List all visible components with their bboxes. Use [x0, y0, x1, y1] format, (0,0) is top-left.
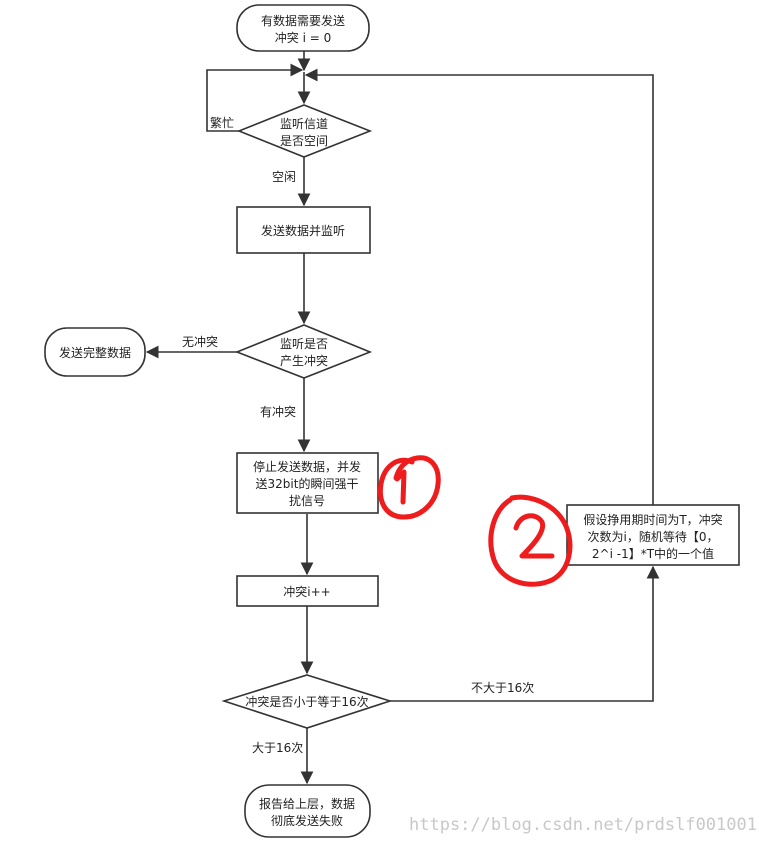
node-start-line-1: 有数据需要发送 [261, 13, 345, 28]
annotation-mark-1: 1 [377, 455, 441, 520]
node-compare-shape [221, 674, 393, 729]
node-collision-check: 监听是否 产生冲突 [234, 324, 373, 379]
annotation-digit-1 [394, 469, 407, 505]
node-collision-check-line-1: 监听是否 [280, 337, 328, 351]
edge-label-not-greater-16: 不大于16次 [471, 681, 534, 695]
node-backoff: 假设挣用期时间为T，冲突 次数为i，随机等待【0， 2^i -1】*T中的一个值 [566, 504, 740, 566]
edge-label-busy: 繁忙 [210, 115, 234, 130]
node-send-complete-line-1: 发送完整数据 [59, 345, 131, 360]
edge-label-greater-16: 大于16次 [252, 741, 303, 755]
node-backoff-line-3: 2^i -1】*T中的一个值 [592, 546, 714, 561]
node-report-fail: 报告给上层，数据 彻底发送失败 [244, 784, 371, 838]
node-stop-and-jam-line-1: 停止发送数据，并发 [253, 459, 361, 474]
edge-backoff-return [304, 68, 654, 505]
node-collision-check-line-2: 产生冲突 [280, 353, 328, 368]
node-increment: 冲突i++ [236, 575, 379, 607]
edge-not-greater-16 [390, 565, 660, 702]
node-increment-line-1: 冲突i++ [283, 584, 330, 599]
node-start: 有数据需要发送 冲突 i = 0 [236, 4, 370, 52]
node-send-and-listen: 发送数据并监听 [236, 206, 371, 254]
edge-label-no-collision: 无冲突 [182, 334, 218, 349]
node-listen-channel: 监听信道 是否空间 [236, 104, 373, 158]
watermark: https://blog.csdn.net/prdslf001001 [409, 815, 757, 835]
node-stop-and-jam-shape [236, 452, 379, 514]
node-send-and-listen-shape [236, 206, 371, 254]
node-stop-and-jam-line-2: 送32bit的瞬间强干 [256, 476, 359, 491]
node-send-complete-shape [44, 327, 146, 377]
edges [145, 51, 660, 785]
node-listen-channel-line-2: 是否空间 [280, 134, 328, 148]
annotation-circle-2 [488, 494, 573, 587]
node-compare: 冲突是否小于等于16次 [221, 674, 393, 729]
node-report-fail-shape [244, 784, 371, 838]
edge-busy-loop [206, 63, 304, 132]
annotation-circle-1 [377, 455, 441, 520]
node-listen-channel-line-1: 监听信道 [280, 117, 328, 131]
node-stop-and-jam-line-3: 扰信号 [289, 494, 325, 508]
node-listen-channel-shape [236, 104, 373, 158]
node-send-and-listen-line-1: 发送数据并监听 [261, 223, 345, 238]
node-report-fail-line-2: 彻底发送失败 [271, 813, 343, 828]
node-report-fail-line-1: 报告给上层，数据 [259, 796, 355, 811]
edge-label-has-collision: 有冲突 [260, 404, 296, 419]
node-increment-shape [236, 575, 379, 607]
node-backoff-line-2: 次数为i，随机等待【0， [588, 529, 719, 544]
node-collision-check-shape [234, 324, 373, 379]
annotation-digit-2 [513, 513, 555, 559]
node-start-line-2: 冲突 i = 0 [275, 30, 331, 45]
annotation-mark-2: 2 [488, 494, 573, 587]
node-backoff-line-1: 假设挣用期时间为T，冲突 [583, 512, 722, 527]
edge-label-idle: 空闲 [272, 170, 296, 184]
edge-labels: 繁忙 空闲 无冲突 有冲突 不大于16次 大于16次 [182, 115, 534, 755]
node-start-shape [236, 4, 370, 52]
node-send-complete: 发送完整数据 [44, 327, 146, 377]
node-compare-line-1: 冲突是否小于等于16次 [245, 694, 368, 709]
node-stop-and-jam: 停止发送数据，并发 送32bit的瞬间强干 扰信号 [236, 452, 379, 514]
